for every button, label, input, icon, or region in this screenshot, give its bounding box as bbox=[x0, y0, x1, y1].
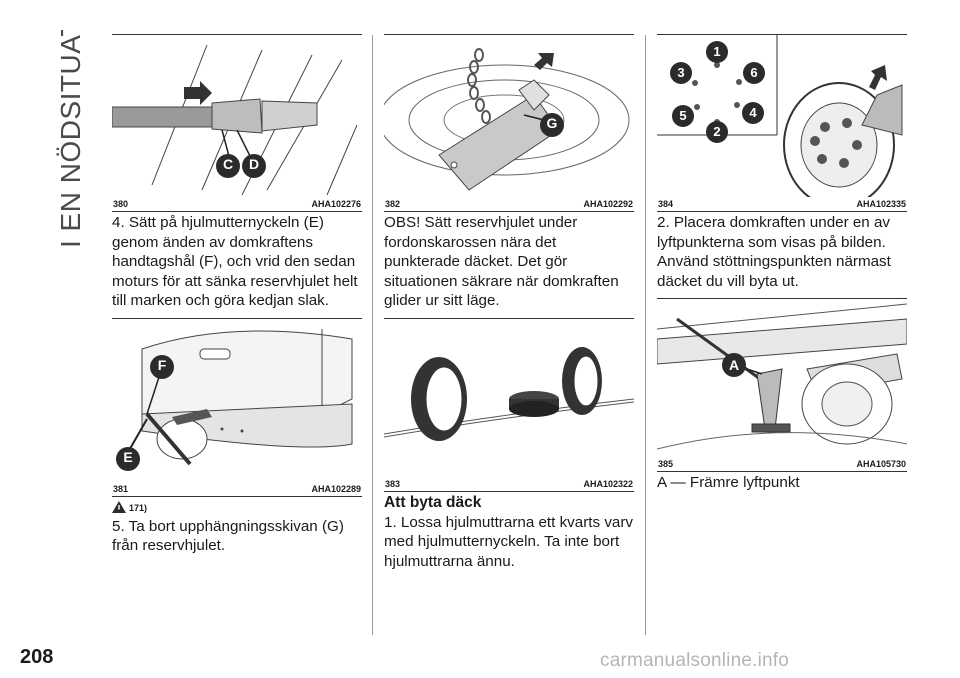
callout-label-g: G bbox=[546, 115, 558, 131]
figure-caption: 382 AHA102292 bbox=[384, 197, 634, 212]
figure-383 bbox=[384, 319, 634, 477]
figure-380-illustration bbox=[112, 44, 358, 196]
paragraph-step-4: 4. Sätt på hjulmutternyckeln (E) genom ä… bbox=[112, 214, 358, 309]
figure-384-illustration bbox=[657, 35, 903, 197]
figure-code: AHA102292 bbox=[583, 199, 633, 209]
figure-number: 385 bbox=[658, 459, 674, 469]
figure-code: AHA102335 bbox=[856, 199, 906, 209]
watermark: carmanualsonline.info bbox=[600, 650, 790, 671]
column-2: G 382 AHA102292 OBS! Sätt reservhjulet u… bbox=[384, 34, 634, 571]
figure-caption: 383 AHA102322 bbox=[384, 477, 634, 492]
figure-383-illustration bbox=[384, 346, 634, 441]
callout-label-3: 3 bbox=[677, 65, 685, 80]
figure-number: 381 bbox=[113, 483, 129, 494]
figure-381-illustration bbox=[116, 328, 353, 471]
paragraph-note: OBS! Sätt reservhjulet under fordonskaro… bbox=[384, 214, 619, 309]
figure-number: 384 bbox=[658, 199, 674, 209]
figure-385-illustration bbox=[657, 303, 907, 450]
callout-label-4: 4 bbox=[749, 105, 757, 120]
figure-caption: 381 AHA102289 bbox=[112, 482, 362, 497]
figure-code: AHA102289 bbox=[311, 483, 361, 494]
section-heading: Att byta däck bbox=[384, 493, 482, 511]
divider bbox=[657, 298, 907, 299]
callout-label-2: 2 bbox=[713, 124, 721, 139]
figure-number: 382 bbox=[385, 199, 401, 209]
paragraph-step-5: 5. Ta bort upphängningsskivan (G) från r… bbox=[112, 517, 344, 555]
callout-label-e: E bbox=[123, 448, 133, 465]
figure-caption: 380 AHA102276 bbox=[112, 197, 362, 212]
paragraph-step-1: 1. Lossa hjulmuttrarna ett kvarts varv m… bbox=[384, 513, 634, 570]
figure-number: 380 bbox=[113, 199, 129, 209]
figure-384: 1 6 3 4 5 2 bbox=[657, 34, 907, 197]
warning-note-reference: 171) bbox=[112, 499, 362, 513]
divider bbox=[384, 317, 634, 319]
figure-381: F E bbox=[112, 319, 362, 482]
figure-382: G bbox=[384, 34, 634, 197]
column-divider bbox=[372, 35, 373, 635]
column-1: C D 380 AHA102276 4. Sätt på hjulmuttern… bbox=[112, 34, 362, 556]
callout-label-d: D bbox=[248, 156, 260, 172]
section-title: I EN NÖDSITUATION bbox=[50, 30, 90, 250]
callout-label-f: F bbox=[157, 356, 167, 373]
figure-code: AHA102276 bbox=[311, 199, 361, 209]
callout-label-5: 5 bbox=[679, 108, 687, 123]
figure-380: C D bbox=[112, 34, 362, 197]
callout-label-a: A bbox=[728, 357, 740, 373]
figure-code: AHA102322 bbox=[583, 478, 633, 489]
callout-label-1: 1 bbox=[713, 44, 721, 59]
figure-caption: 385 AHA105730 bbox=[657, 457, 907, 472]
figure-382-illustration bbox=[384, 48, 630, 191]
callout-label-c: C bbox=[222, 156, 234, 172]
callout-label-6: 6 bbox=[750, 65, 758, 80]
page-number: 208 bbox=[20, 646, 54, 668]
figure-legend: A — Främre lyftpunkt bbox=[657, 474, 800, 491]
column-3: 1 6 3 4 5 2 384 AHA102335 2. Placera dom… bbox=[657, 34, 907, 493]
figure-385: A bbox=[657, 299, 907, 457]
note-number: 171) bbox=[129, 502, 148, 513]
figure-caption: 384 AHA102335 bbox=[657, 197, 907, 212]
column-divider bbox=[645, 35, 646, 635]
section-title-text: I EN NÖDSITUATION bbox=[55, 30, 86, 248]
warning-triangle-icon bbox=[112, 500, 126, 513]
figure-number: 383 bbox=[385, 478, 401, 489]
paragraph-step-2: 2. Placera domkraften under en av lyftpu… bbox=[657, 214, 891, 290]
divider bbox=[112, 317, 362, 319]
figure-code: AHA105730 bbox=[856, 459, 906, 469]
